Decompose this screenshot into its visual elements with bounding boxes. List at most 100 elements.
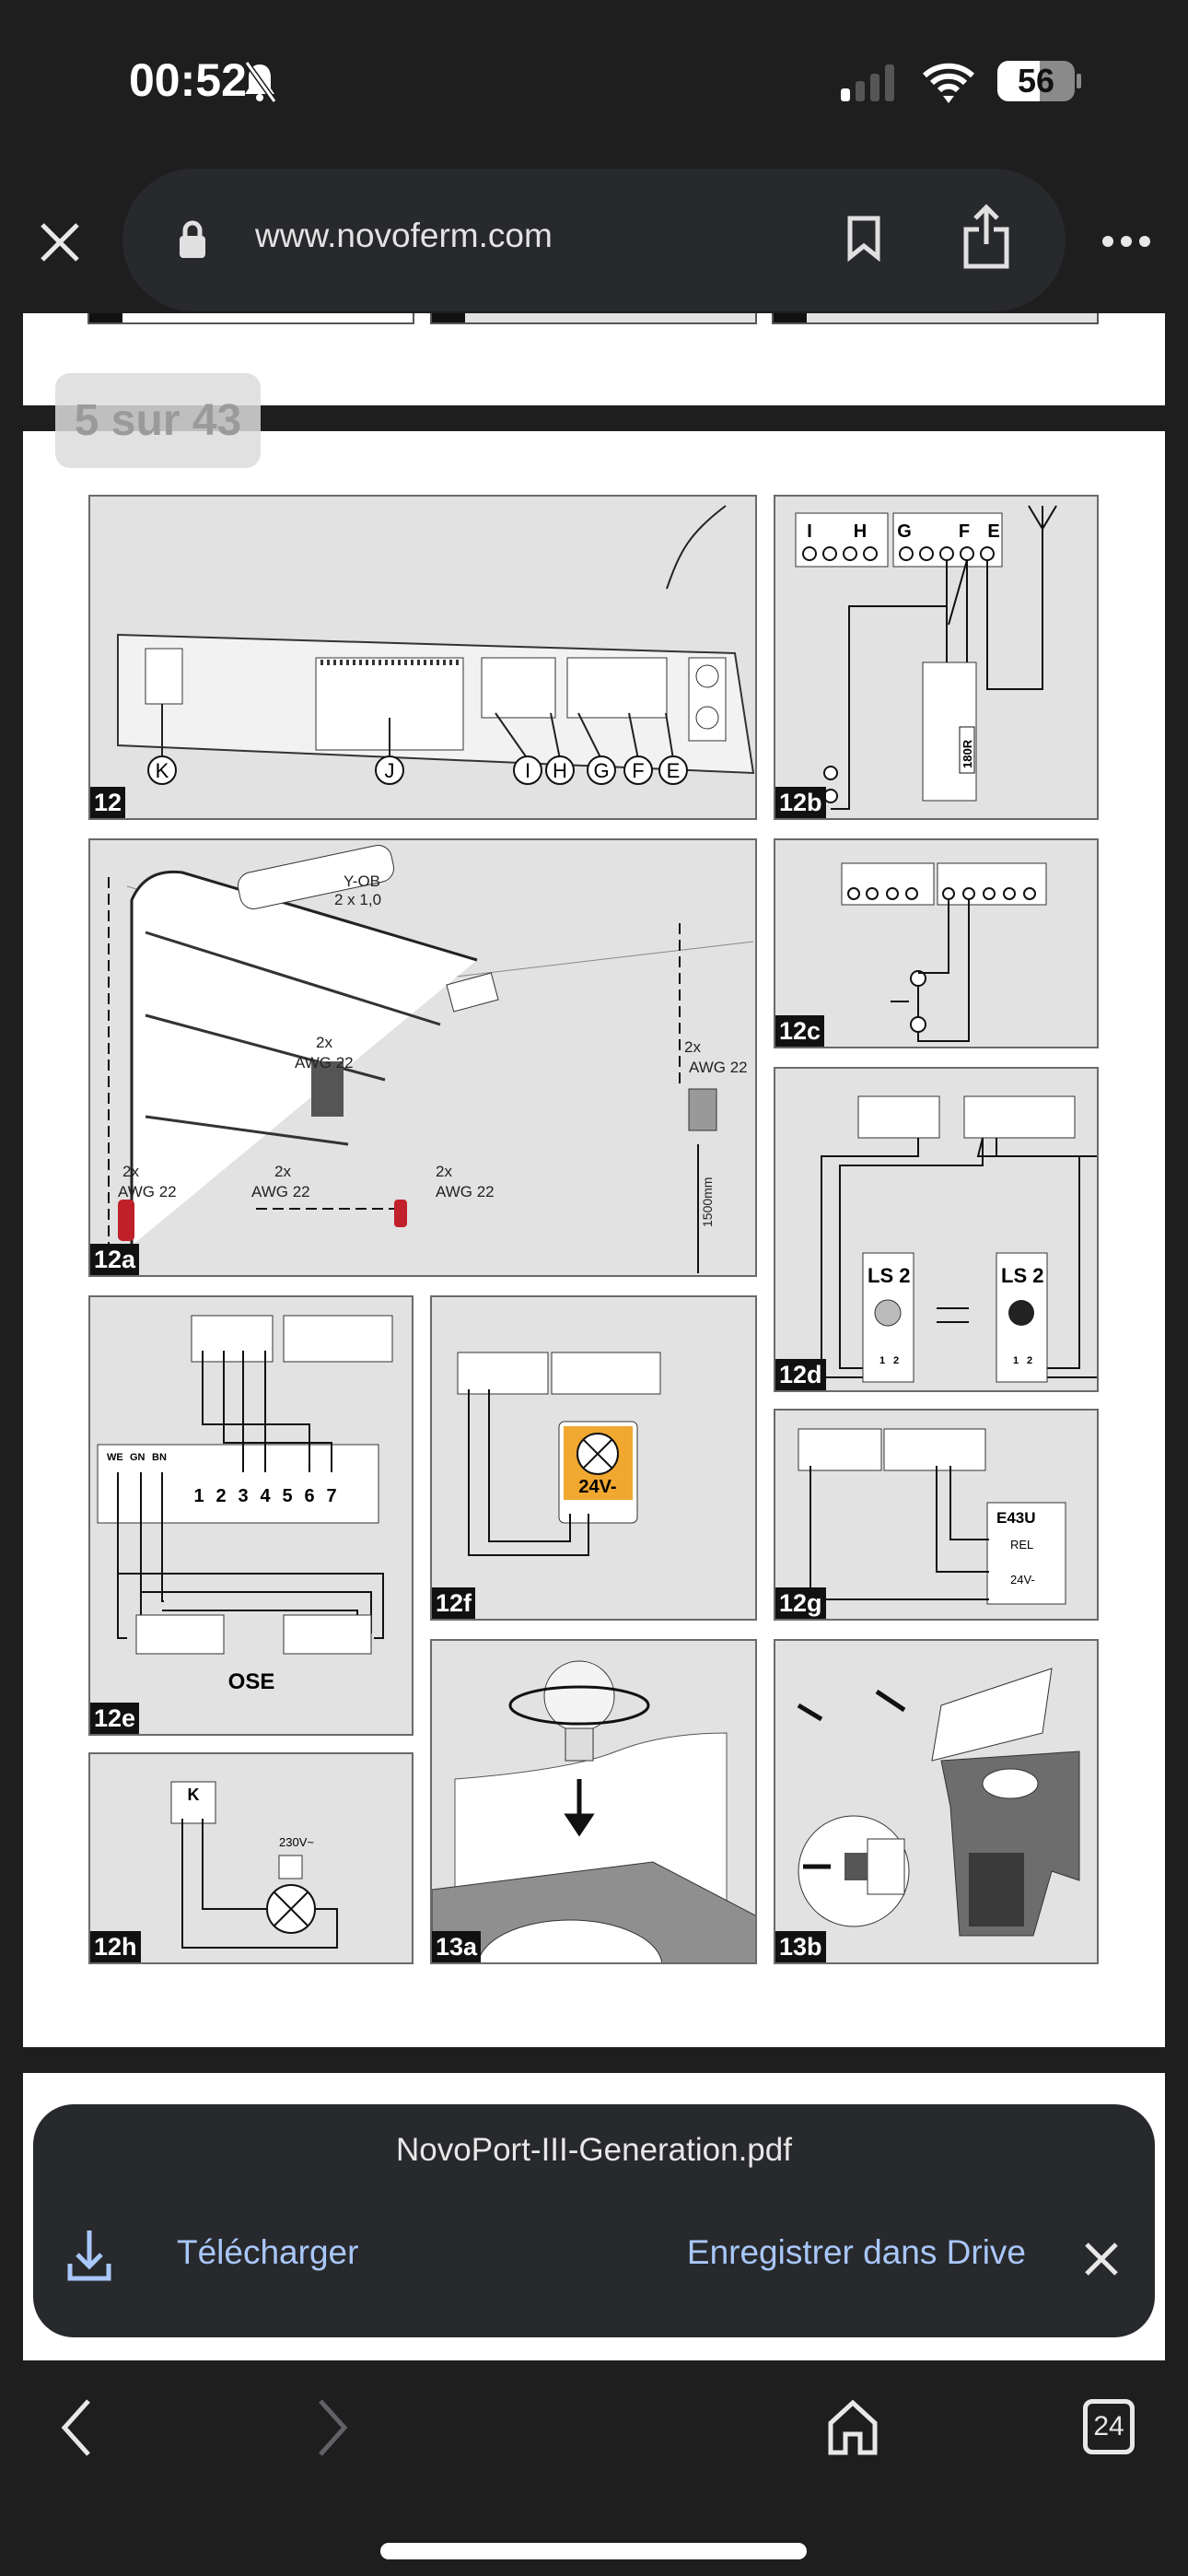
url-text[interactable]: www.novoferm.com bbox=[255, 217, 553, 254]
page-indicator: 5 sur 43 bbox=[55, 373, 261, 468]
cable-count: 2x bbox=[274, 1163, 291, 1180]
terminal-i: I bbox=[807, 521, 812, 542]
forward-icon[interactable] bbox=[315, 2397, 352, 2458]
bottom-toolbar: 24 bbox=[0, 2360, 1188, 2576]
download-button[interactable]: Télécharger bbox=[177, 2233, 359, 2271]
battery-icon: 56 bbox=[997, 61, 1075, 101]
tab-count: 24 bbox=[1093, 2411, 1124, 2441]
cable-spec: AWG 22 bbox=[118, 1183, 177, 1200]
callout-i: I bbox=[525, 759, 530, 782]
more-options-icon[interactable] bbox=[1101, 232, 1152, 251]
callout-j: J bbox=[385, 759, 395, 782]
terminal-k: K bbox=[188, 1786, 200, 1804]
cellular-signal-icon bbox=[841, 64, 894, 101]
bell-slash-icon bbox=[244, 61, 277, 103]
panel-remnant bbox=[430, 313, 757, 324]
pin-1: 1 bbox=[1013, 1355, 1019, 1366]
figure-12h: K 230V~ 12h bbox=[88, 1752, 413, 1964]
resistor-label: 180R bbox=[961, 739, 974, 768]
callout-k: K bbox=[156, 759, 169, 782]
terminal-number: 6 bbox=[304, 1486, 314, 1506]
lock-icon bbox=[180, 220, 205, 258]
terminal-f: F bbox=[959, 521, 970, 542]
bookmark-icon[interactable] bbox=[844, 215, 883, 263]
cable-count: 2x bbox=[316, 1034, 332, 1051]
figure-13a: 13a bbox=[430, 1639, 757, 1964]
wiring-diagram: I H G F E 180R bbox=[795, 505, 1057, 810]
figure-12c: 12c bbox=[774, 838, 1099, 1048]
terminal-number: 3 bbox=[238, 1486, 248, 1506]
panel-remnant bbox=[772, 313, 1099, 324]
terminal-number: 4 bbox=[260, 1486, 271, 1506]
cable-count: 2x bbox=[436, 1163, 452, 1180]
status-bar: 00:52 56 bbox=[0, 0, 1188, 166]
cable-label: Y-OB bbox=[344, 872, 380, 890]
download-icon[interactable] bbox=[66, 2229, 112, 2282]
cover-and-plug-illustration bbox=[797, 1668, 1080, 1937]
wire-bn: BN bbox=[152, 1452, 167, 1463]
voltage-label: 24V- bbox=[1010, 1573, 1035, 1587]
terminal-number: 1 bbox=[193, 1486, 204, 1506]
cable-count: 2x bbox=[122, 1163, 139, 1180]
back-icon[interactable] bbox=[57, 2397, 94, 2458]
figure-label: 12a bbox=[90, 1244, 140, 1275]
figure-label: 12 bbox=[90, 787, 126, 818]
terminal-number: 2 bbox=[215, 1486, 226, 1506]
address-bar[interactable]: www.novoferm.com bbox=[122, 169, 1066, 311]
radio-receiver-wiring-diagram: E43U REL 24V- bbox=[798, 1428, 1066, 1605]
pin-2: 2 bbox=[893, 1355, 899, 1366]
terminal-h: H bbox=[854, 521, 867, 542]
voltage-label: 230V~ bbox=[279, 1835, 314, 1849]
share-icon[interactable] bbox=[961, 204, 1012, 270]
relay-label: REL bbox=[1010, 1538, 1033, 1551]
figure-12g: E43U REL 24V- 12g bbox=[774, 1409, 1099, 1621]
battery-level: 56 bbox=[1017, 62, 1055, 100]
save-to-drive-button[interactable]: Enregistrer dans Drive bbox=[686, 2233, 1026, 2271]
home-indicator[interactable] bbox=[380, 2543, 807, 2559]
pin-2: 2 bbox=[1027, 1355, 1032, 1366]
sender-label: LS 2 bbox=[868, 1264, 910, 1287]
terminal-number: 7 bbox=[326, 1486, 336, 1506]
warning-lamp-wiring-diagram: 24V- bbox=[457, 1352, 661, 1556]
figure-label: 12h bbox=[90, 1931, 141, 1962]
terminal-e: E bbox=[987, 521, 999, 542]
file-name: NovoPort-III-Generation.pdf bbox=[396, 2132, 792, 2168]
pin-1: 1 bbox=[879, 1355, 885, 1366]
figure-12a: Y-OB 2 x 1,0 2x AWG 22 2x AWG 22 2x AWG … bbox=[88, 838, 757, 1277]
figure-label: 12b bbox=[775, 787, 826, 818]
control-board-illustration: K J I H G F E bbox=[117, 505, 755, 785]
wire-we: WE bbox=[107, 1452, 123, 1463]
figure-label: 13a bbox=[432, 1931, 482, 1962]
close-icon[interactable] bbox=[1083, 2241, 1120, 2277]
terminal-g: G bbox=[897, 521, 912, 542]
figure-label: 12f bbox=[432, 1587, 476, 1619]
figure-12: K J I H G F E 12 bbox=[88, 495, 757, 820]
download-sheet: NovoPort-III-Generation.pdf Télécharger … bbox=[33, 2104, 1155, 2337]
wifi-icon bbox=[922, 63, 975, 103]
home-icon[interactable] bbox=[827, 2399, 879, 2456]
tabs-button[interactable]: 24 bbox=[1083, 2399, 1135, 2454]
garage-installation-illustration: Y-OB 2 x 1,0 2x AWG 22 2x AWG 22 2x AWG … bbox=[108, 845, 754, 1273]
receiver-label: LS 2 bbox=[1001, 1264, 1043, 1287]
figure-12b: I H G F E 180R 12b bbox=[774, 495, 1099, 820]
close-tab-icon[interactable] bbox=[37, 219, 83, 265]
receiver-model: E43U bbox=[996, 1509, 1036, 1527]
cable-spec: AWG 22 bbox=[689, 1059, 748, 1076]
cable-count: 2x bbox=[684, 1038, 701, 1056]
wire-gn: GN bbox=[130, 1452, 146, 1463]
callout-h: H bbox=[553, 759, 567, 782]
cable-spec: AWG 22 bbox=[436, 1183, 495, 1200]
terminal-number: 5 bbox=[282, 1486, 292, 1506]
ose-label: OSE bbox=[228, 1669, 275, 1694]
figure-12f: 24V- 12f bbox=[430, 1295, 757, 1621]
pdf-page-previous bbox=[23, 313, 1165, 405]
clock: 00:52 bbox=[129, 54, 247, 106]
callout-f: F bbox=[632, 759, 644, 782]
figure-label: 12e bbox=[90, 1703, 140, 1734]
cable-spec: AWG 22 bbox=[295, 1054, 354, 1071]
cable-spec: AWG 22 bbox=[251, 1183, 310, 1200]
